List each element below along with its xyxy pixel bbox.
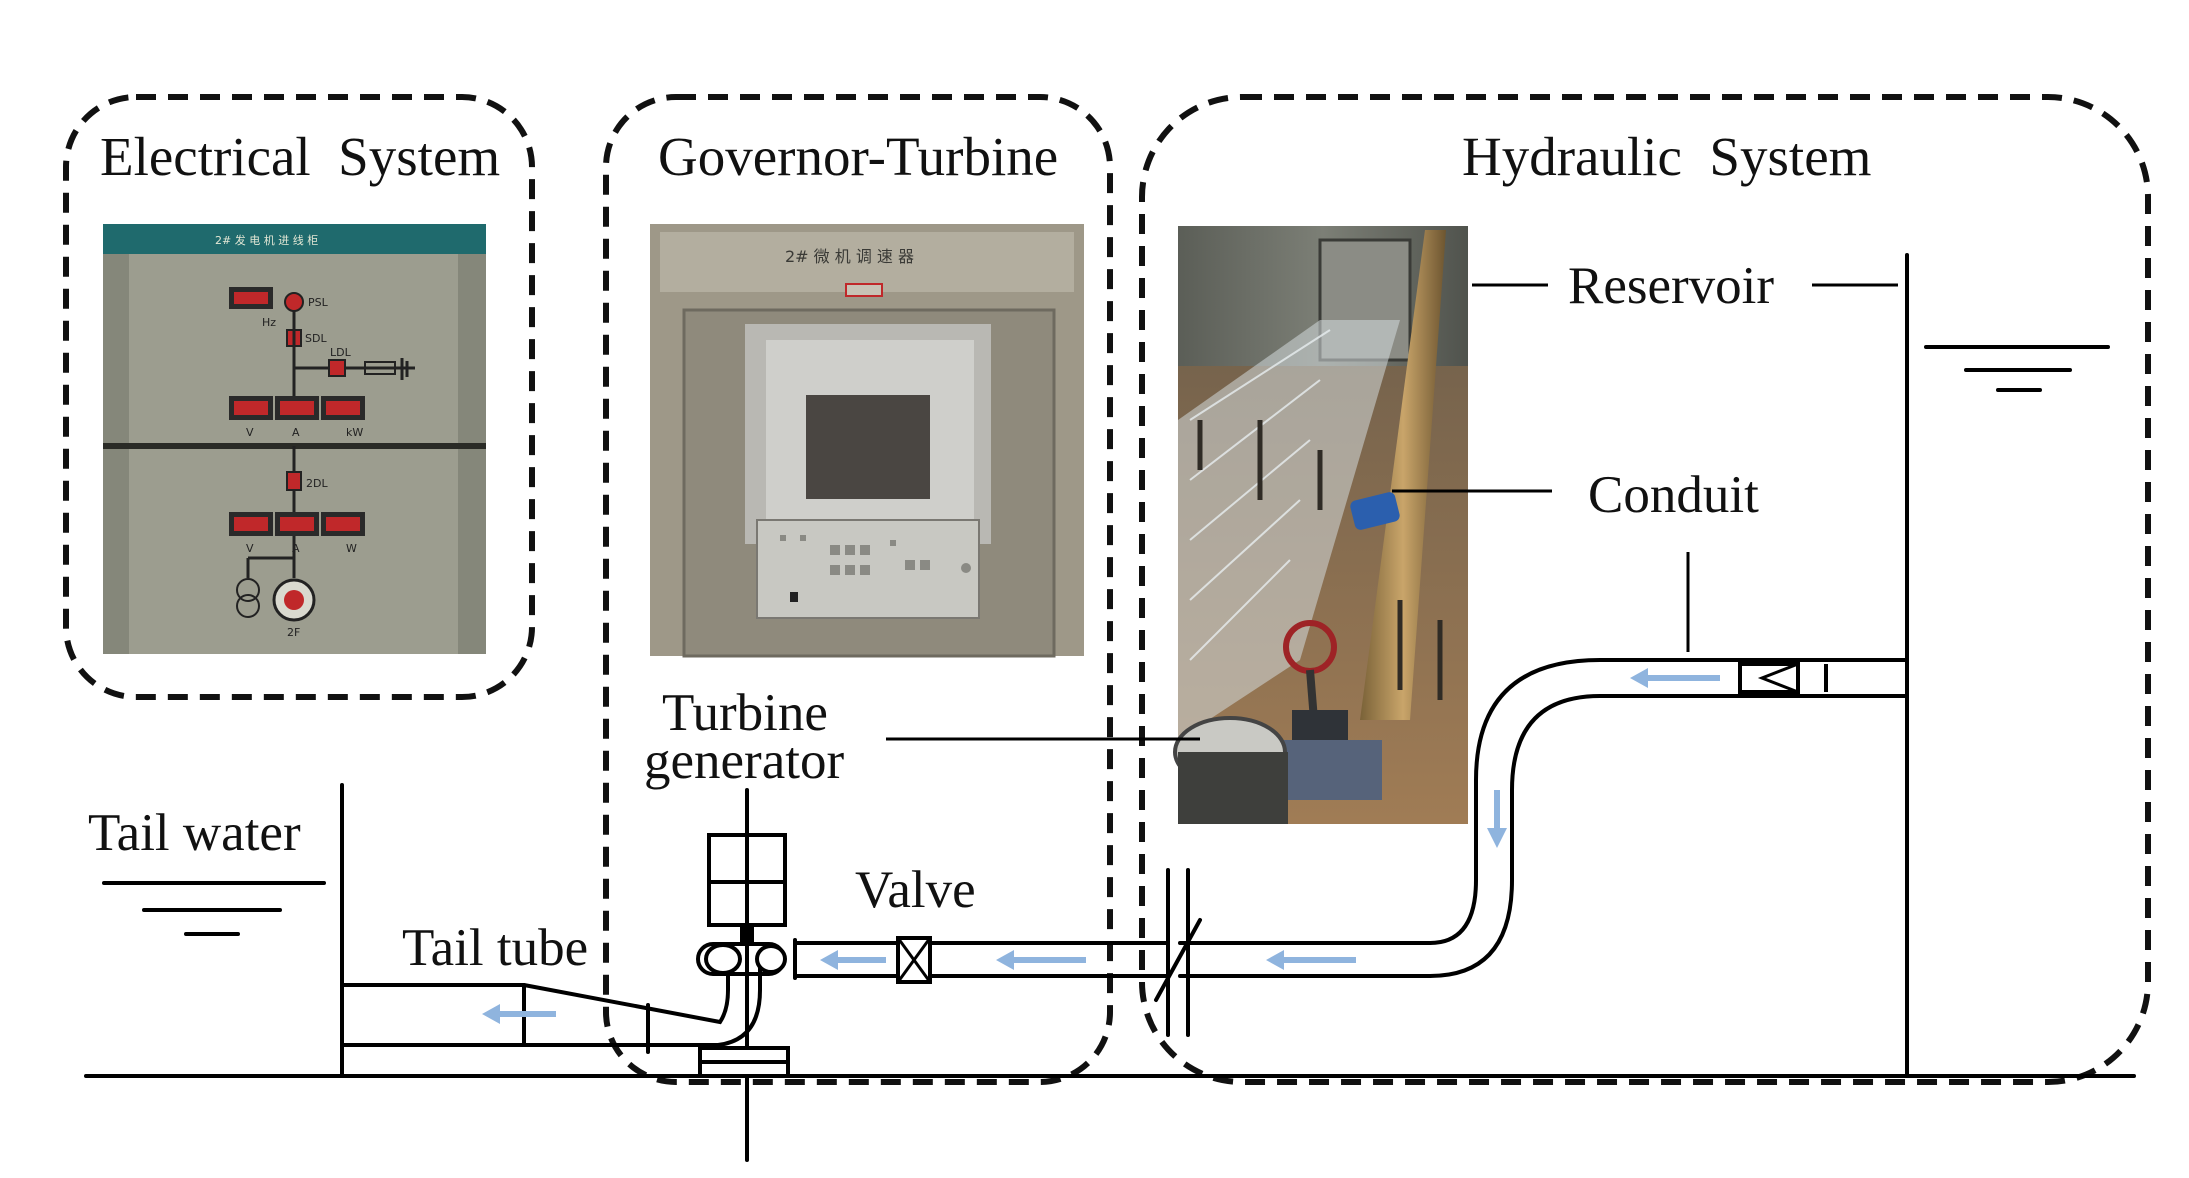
valve-symbol bbox=[896, 936, 932, 984]
conduit-pipe bbox=[1428, 658, 1909, 978]
reservoir-water-level-symbol bbox=[1924, 345, 2110, 392]
hydraulic-system-title: Hydraulic System bbox=[1462, 126, 1871, 187]
v-label-1: V bbox=[246, 426, 254, 439]
hz-label: Hz bbox=[262, 316, 276, 329]
tail-water-level-symbol bbox=[102, 881, 326, 936]
flow-arrow-pipe-left bbox=[820, 950, 886, 970]
governor-turbine-box bbox=[603, 94, 1113, 1085]
flow-arrow-tail-tube bbox=[482, 1004, 556, 1024]
penstock-pipe bbox=[793, 868, 1432, 1037]
psl-label: PSL bbox=[308, 296, 329, 309]
turbine-label-line2: generator bbox=[644, 732, 844, 790]
conduit-label: Conduit bbox=[1588, 466, 1759, 524]
flow-arrow-conduit-down bbox=[1487, 790, 1507, 848]
a-label-2: A bbox=[292, 542, 300, 555]
conduit-valve-symbol bbox=[1738, 661, 1828, 695]
electrical-system-title: Electrical System bbox=[100, 126, 500, 187]
2f-label: 2F bbox=[287, 626, 300, 639]
hydraulic-system-box bbox=[1139, 94, 2151, 1085]
turbine-generator-symbol bbox=[696, 788, 790, 1162]
kw-label: kW bbox=[346, 426, 363, 439]
hydraulic-lab-photo bbox=[1173, 226, 1468, 824]
2dl-label: 2DL bbox=[306, 477, 328, 490]
a-label-1: A bbox=[292, 426, 300, 439]
tail-tube-label: Tail tube bbox=[402, 919, 588, 977]
elec-cabinet-header: 2# 发 电 机 进 线 柜 bbox=[215, 233, 318, 247]
electrical-system-box bbox=[63, 94, 535, 700]
governor-turbine-title: Governor-Turbine bbox=[658, 126, 1058, 187]
turbine-label-line1: Turbine bbox=[662, 684, 828, 742]
tail-water-label: Tail water bbox=[88, 804, 301, 862]
reservoir-label: Reservoir bbox=[1568, 257, 1774, 315]
electrical-cabinet-photo: 2# 发 电 机 进 线 柜 PSL Hz SDL LDL V A kW 2DL… bbox=[103, 224, 486, 654]
sdl-label: SDL bbox=[305, 332, 327, 345]
v-label-2: V bbox=[246, 542, 254, 555]
w-label: W bbox=[346, 542, 357, 555]
ldl-label: LDL bbox=[330, 346, 352, 359]
flow-arrow-conduit-top bbox=[1630, 668, 1720, 688]
valve-label: Valve bbox=[855, 861, 976, 919]
flow-arrow-pipe-mid bbox=[996, 950, 1086, 970]
flow-arrow-pipe-right bbox=[1266, 950, 1356, 970]
gov-cabinet-header: 2# 微 机 调 速 器 bbox=[785, 247, 914, 266]
governor-cabinet-photo: 2# 微 机 调 速 器 bbox=[650, 224, 1084, 658]
